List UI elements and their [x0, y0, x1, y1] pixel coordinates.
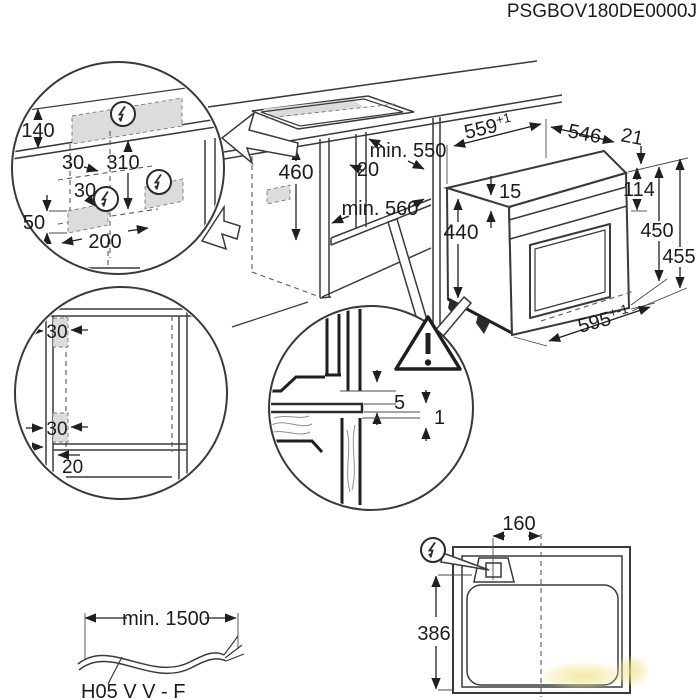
- power-icon: [110, 101, 136, 127]
- dim-side-top-30: 30: [46, 322, 67, 343]
- power-cable-drawing: min. 1500 H05 V V - F: [77, 608, 245, 700]
- dim-socket-depth: 386: [417, 623, 450, 645]
- front-view-circle: [14, 286, 228, 500]
- dim-depth-shelf: min. 560: [342, 198, 419, 220]
- dim-depth-top: min. 550: [370, 140, 447, 162]
- dim-panel-gap: 1: [434, 407, 445, 429]
- model-code: PSGBOV180DE0000J: [507, 1, 697, 22]
- power-icon: [146, 169, 172, 195]
- dim-oven-depth: 546: [566, 120, 603, 148]
- callout-arrow-icon: [200, 204, 241, 251]
- dim-box-200: 200: [88, 231, 121, 253]
- dim-partition: 20: [357, 159, 379, 181]
- dim-total-height: 455: [662, 246, 695, 268]
- cable-line: [77, 652, 225, 669]
- dim-top-inset: 15: [499, 181, 521, 203]
- power-icon: [93, 186, 119, 212]
- dim-panel-height: 114: [623, 179, 655, 201]
- front-view-callout: 30 30 20: [14, 204, 241, 500]
- oven-control-panel: [508, 186, 628, 240]
- dim-rear-offset: 21: [619, 124, 645, 150]
- socket-detail-callout: 140 30 310 30 50 200: [11, 61, 299, 275]
- dim-rear-gap: 5: [394, 392, 405, 414]
- oven-door-window: [529, 223, 611, 319]
- watermark-blob: [614, 655, 650, 687]
- cabinet-isometric: [207, 60, 563, 345]
- gap-detail-callout: 5 1: [268, 305, 474, 511]
- dim-box-50: 50: [23, 212, 45, 234]
- dim-body-height: 440: [443, 221, 478, 244]
- dim-zone-140: 140: [21, 120, 54, 142]
- cable-type-label: H05 V V - F: [81, 681, 185, 700]
- dim-niche-height: 460: [278, 161, 313, 184]
- dim-offset-30a: 30: [62, 152, 84, 174]
- cabinet-dimensions: 460 min. 550 20 min. 560: [278, 138, 447, 241]
- dim-bottom-inset-20: 20: [62, 457, 83, 478]
- dim-cable-length: min. 1500: [122, 608, 210, 630]
- oven-dimensions: 559+1 546 21 15 440 114 450 455 595+-1: [443, 110, 696, 347]
- dim-socket-offset: 160: [502, 513, 535, 535]
- power-icon: [420, 537, 446, 563]
- cavity-outline: [466, 584, 619, 686]
- dim-offset-30b: 30: [74, 180, 96, 202]
- callout-arrow-icon: [220, 110, 299, 166]
- warning-triangle-icon: [394, 315, 462, 371]
- dim-niche-height-450: 450: [640, 220, 673, 242]
- watermark-blob: [539, 662, 627, 690]
- dim-drop-310: 310: [106, 152, 139, 174]
- hob-outline: [251, 95, 415, 130]
- terminal-box: [473, 557, 515, 583]
- oven-top-view: 160 386: [417, 513, 650, 697]
- dim-side-bottom-30: 30: [46, 419, 67, 440]
